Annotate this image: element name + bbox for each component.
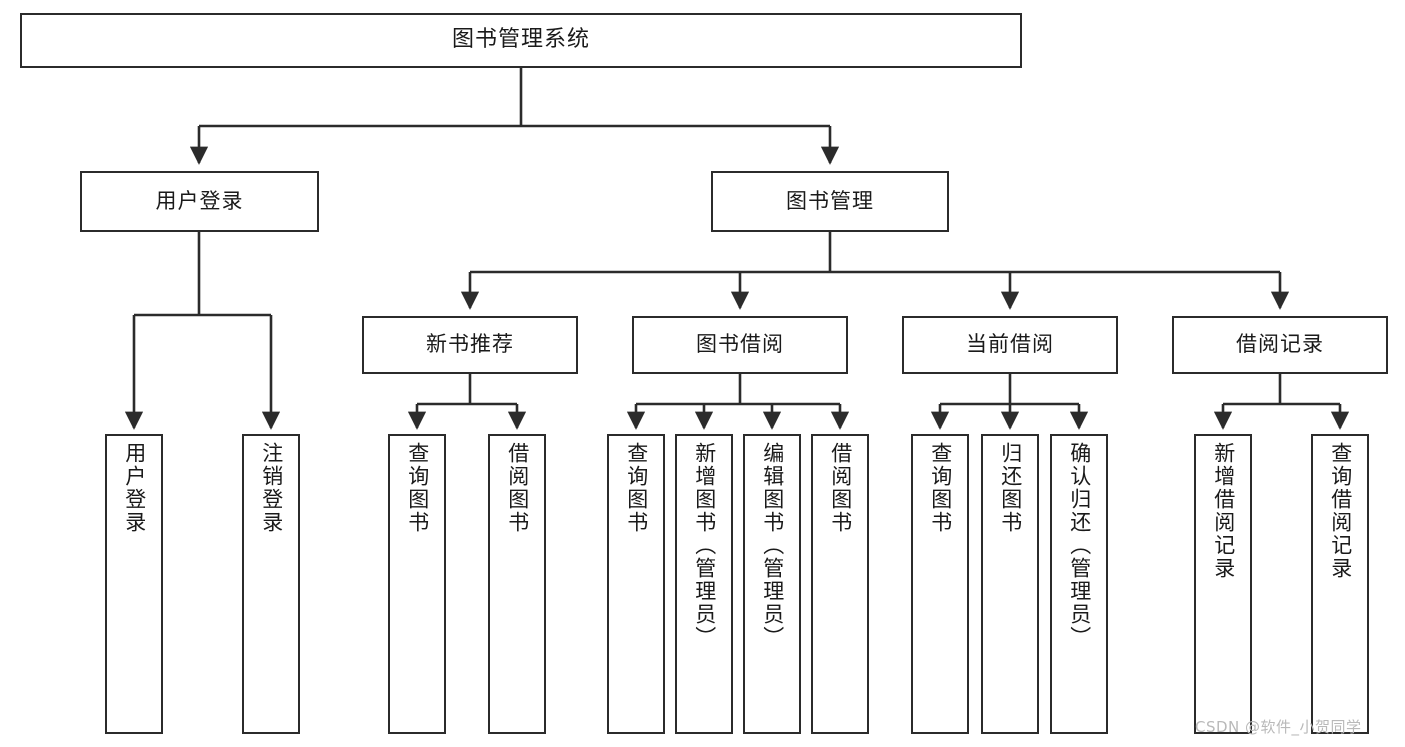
leaf-record-query-borrow-record[interactable]: 查询借阅记录 <box>1311 434 1369 734</box>
leaf-label: 查询图书 <box>405 442 430 534</box>
leaf-record-add-borrow-record[interactable]: 新增借阅记录 <box>1194 434 1252 734</box>
node-book-borrow[interactable]: 图书借阅 <box>632 316 848 374</box>
leaf-label: 用户登录 <box>122 442 147 534</box>
node-label: 用户登录 <box>155 188 244 213</box>
leaf-label: 借阅图书 <box>828 442 853 534</box>
leaf-label: 查询图书 <box>624 442 649 534</box>
leaf-label: 确认归还（管理员） <box>1067 442 1092 649</box>
leaf-borrow-query-book[interactable]: 查询图书 <box>607 434 665 734</box>
node-root-book-management-system[interactable]: 图书管理系统 <box>20 13 1022 68</box>
leaf-borrow-edit-book-admin[interactable]: 编辑图书（管理员） <box>743 434 801 734</box>
leaf-label: 新增借阅记录 <box>1211 442 1236 580</box>
leaf-label: 归还图书 <box>998 442 1023 534</box>
leaf-current-return-book[interactable]: 归还图书 <box>981 434 1039 734</box>
leaf-label: 编辑图书（管理员） <box>760 442 785 649</box>
node-book-management[interactable]: 图书管理 <box>711 171 949 232</box>
node-current-borrow[interactable]: 当前借阅 <box>902 316 1118 374</box>
leaf-label: 新增图书（管理员） <box>692 442 717 649</box>
node-label: 当前借阅 <box>966 332 1054 357</box>
leaf-user-login-logout[interactable]: 注销登录 <box>242 434 300 734</box>
csdn-watermark: CSDN @软件_小贺同学 <box>1195 718 1362 736</box>
node-label: 借阅记录 <box>1236 332 1324 357</box>
leaf-label: 借阅图书 <box>505 442 530 534</box>
leaf-current-confirm-return-admin[interactable]: 确认归还（管理员） <box>1050 434 1108 734</box>
leaf-label: 注销登录 <box>259 442 284 534</box>
node-label: 图书借阅 <box>696 332 784 357</box>
node-label: 图书管理系统 <box>451 27 590 53</box>
leaf-label: 查询借阅记录 <box>1328 442 1353 580</box>
leaf-user-login-login[interactable]: 用户登录 <box>105 434 163 734</box>
node-label: 图书管理 <box>786 188 874 213</box>
node-user-login[interactable]: 用户登录 <box>80 171 319 232</box>
leaf-current-query-book[interactable]: 查询图书 <box>911 434 969 734</box>
node-borrow-record[interactable]: 借阅记录 <box>1172 316 1388 374</box>
leaf-new-book-query-book[interactable]: 查询图书 <box>388 434 446 734</box>
leaf-borrow-borrow-book[interactable]: 借阅图书 <box>811 434 869 734</box>
node-label: 新书推荐 <box>426 332 514 357</box>
leaf-new-book-borrow-book[interactable]: 借阅图书 <box>488 434 546 734</box>
leaf-label: 查询图书 <box>928 442 953 534</box>
leaf-borrow-add-book-admin[interactable]: 新增图书（管理员） <box>675 434 733 734</box>
node-new-book-recommendation[interactable]: 新书推荐 <box>362 316 578 374</box>
